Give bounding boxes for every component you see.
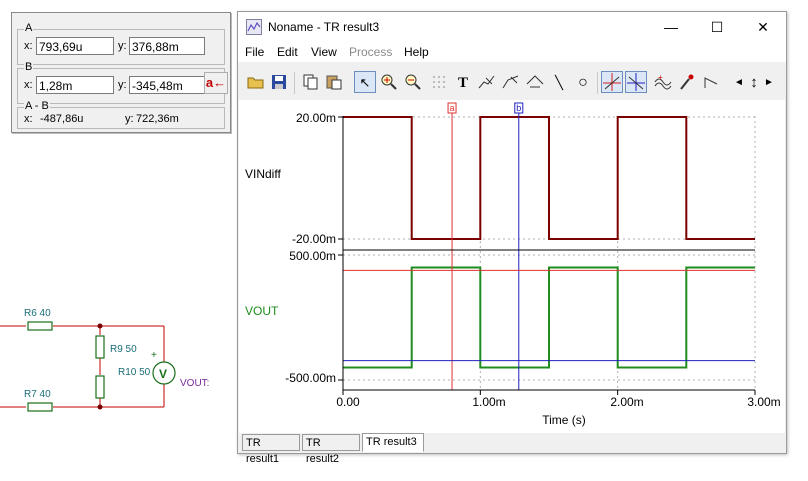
- cursor-readout-panel: A x: 793,69u y: 376,88m B x: 1,28m y: -3…: [11, 12, 231, 133]
- envelope-icon[interactable]: [524, 71, 546, 93]
- cursor-a-y-field[interactable]: 376,88m: [129, 37, 205, 55]
- menu-help[interactable]: Help: [404, 45, 429, 59]
- cursor-diff-y-value: 722,36m: [136, 113, 179, 125]
- cursor-b-y-label: y:: [118, 79, 127, 91]
- copy-icon[interactable]: [300, 71, 322, 93]
- resistor-r6[interactable]: [27, 321, 53, 331]
- waveform-plot[interactable]: a b 20.00m -20.00m 500.00m -500.00m VINdi…: [239, 100, 785, 433]
- add-waveform-icon[interactable]: +: [652, 71, 674, 93]
- vin-series-label: VINdiff: [245, 167, 281, 181]
- xtick-1: 1.00m: [472, 395, 505, 409]
- trace-vindiff: [343, 116, 755, 240]
- vout-ytick-bottom: -500.00m: [285, 371, 336, 385]
- r9-label: R9 50: [110, 344, 137, 355]
- scroll-up-down-icon[interactable]: ↕: [750, 74, 758, 91]
- zoom-out-icon[interactable]: [402, 71, 424, 93]
- close-button[interactable]: ✕: [757, 19, 769, 35]
- cursor-diff-y-label: y:: [125, 113, 134, 125]
- cursor-diff-title: A - B: [24, 100, 50, 112]
- trace-vout: [343, 266, 755, 369]
- maximize-button[interactable]: ☐: [710, 19, 724, 35]
- r6-label: R6 40: [24, 308, 51, 319]
- zoom-in-icon[interactable]: [378, 71, 400, 93]
- cursor-b-icon[interactable]: [625, 71, 647, 93]
- cursor-b-title: B: [24, 61, 34, 73]
- junction-dot: [97, 323, 103, 329]
- trace-slope-icon[interactable]: [500, 71, 522, 93]
- tab-tr-result3[interactable]: TR result3: [362, 433, 424, 452]
- tab-tr-result1[interactable]: TR result1: [242, 434, 300, 465]
- vin-ytick-top: 20.00m: [296, 111, 336, 125]
- pointer-icon[interactable]: ↖: [354, 71, 376, 93]
- title-bar[interactable]: Noname - TR result3 — ☐ ✕: [238, 12, 786, 42]
- app-icon: [246, 19, 262, 35]
- cursor-a-icon[interactable]: [601, 71, 623, 93]
- scroll-left-icon[interactable]: ◄: [734, 77, 744, 88]
- cursor-b-label: b: [516, 103, 521, 113]
- x-axis-title: Time (s): [542, 413, 586, 427]
- resistor-r7[interactable]: [27, 402, 53, 412]
- result-tabs: TR result1 TR result2 TR result3: [238, 433, 786, 465]
- cursor-b-x-field[interactable]: 1,28m: [36, 76, 114, 94]
- circle-tool-icon[interactable]: ○: [578, 74, 588, 91]
- xtick-3: 3.00m: [747, 395, 780, 409]
- text-tool-icon[interactable]: T: [457, 75, 468, 91]
- vout-probe-label: VOUT:: [180, 378, 209, 389]
- toolbar-separator: [294, 72, 295, 94]
- cursor-diff-x-value: -487,86u: [40, 113, 84, 125]
- line-tool-icon[interactable]: ╲: [555, 75, 563, 90]
- menu-process[interactable]: Process: [349, 45, 393, 59]
- cursor-b-x-label: x:: [24, 79, 33, 91]
- minimize-button[interactable]: —: [664, 19, 678, 35]
- voltmeter[interactable]: [152, 361, 176, 385]
- probe-icon[interactable]: [676, 71, 698, 93]
- toolbar-separator: [597, 72, 598, 94]
- window-title: Noname - TR result3: [268, 20, 380, 34]
- cursor-b-group: B x: 1,28m y: -345,48m: [17, 61, 225, 104]
- tr-result-window: Noname - TR result3 — ☐ ✕ File Edit View…: [237, 11, 787, 465]
- tab-tr-result2[interactable]: TR result2: [302, 434, 360, 465]
- cursor-a-y-label: y:: [118, 40, 127, 52]
- save-icon[interactable]: [268, 71, 290, 93]
- menu-edit[interactable]: Edit: [277, 45, 298, 59]
- resistor-r9[interactable]: [95, 335, 105, 359]
- trace-cursor-icon[interactable]: [476, 71, 498, 93]
- cursor-a-title: A: [24, 22, 34, 34]
- grid-icon[interactable]: [428, 71, 450, 93]
- cursor-diff-group: A - B x: -487,86u y: 722,36m: [17, 100, 225, 129]
- cursor-a-label: a: [450, 103, 455, 113]
- paste-icon[interactable]: [323, 71, 345, 93]
- menu-file[interactable]: File: [245, 45, 265, 59]
- vin-ytick-bottom: -20.00m: [292, 232, 336, 246]
- svg-text:+: +: [658, 74, 663, 82]
- meter-symbol: V: [159, 367, 167, 381]
- cursor-a-x-field[interactable]: 793,69u: [36, 37, 114, 55]
- cursor-a-handle: [447, 102, 457, 114]
- cursor-diff-x-label: x:: [24, 113, 33, 125]
- r10-label: R10 50: [118, 367, 151, 378]
- schematic-canvas: R6 40 R7 40 R9 50 R10 50 + VOUT: V: [0, 308, 209, 412]
- marker-icon[interactable]: [700, 71, 722, 93]
- menu-bar: File Edit View Process Help: [238, 42, 786, 62]
- resistor-r10[interactable]: [95, 375, 105, 399]
- r7-label: R7 40: [24, 389, 51, 400]
- vout-series-label: VOUT: [245, 304, 279, 318]
- cursor-b-y-field[interactable]: -345,48m: [129, 76, 205, 94]
- open-folder-icon[interactable]: [245, 71, 267, 93]
- cursor-set-button[interactable]: a←: [204, 72, 228, 94]
- scroll-right-icon[interactable]: ►: [764, 77, 774, 88]
- toolbar: ↖ T ╲ ○ + ◄ ↕ ►: [238, 68, 786, 98]
- xtick-2: 2.00m: [610, 395, 643, 409]
- junction-dot: [97, 404, 103, 410]
- menu-view[interactable]: View: [311, 45, 337, 59]
- vout-ytick-top: 500.00m: [289, 249, 336, 263]
- meter-plus-label: +: [151, 350, 157, 361]
- xtick-0: 0.00: [336, 395, 360, 409]
- cursor-b-handle: [514, 102, 524, 114]
- cursor-a-x-label: x:: [24, 40, 33, 52]
- cursor-a-group: A x: 793,69u y: 376,88m: [17, 22, 225, 65]
